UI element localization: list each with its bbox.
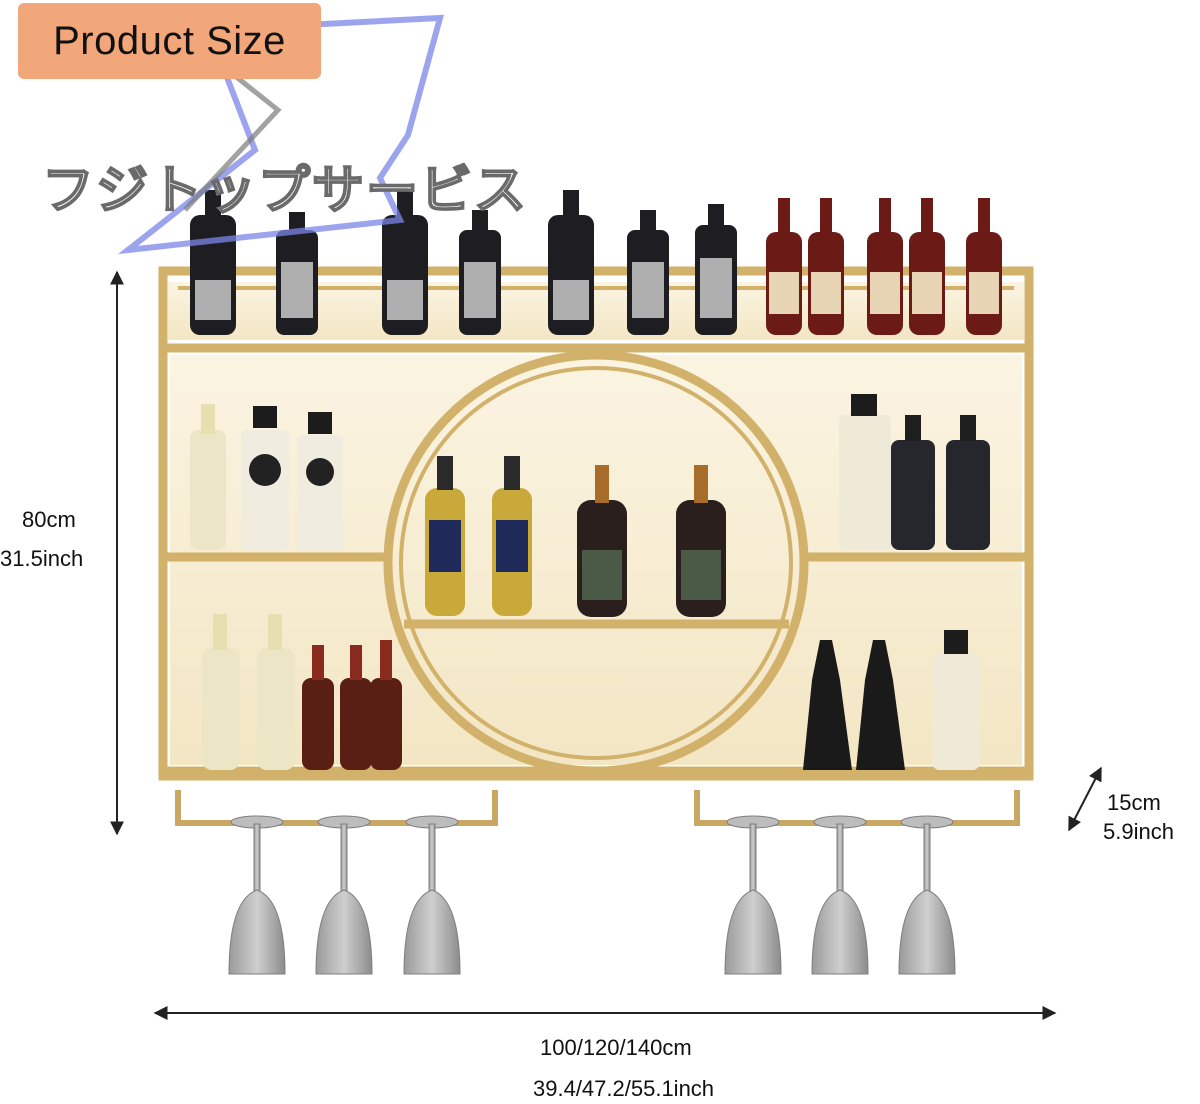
circle-bottles (425, 456, 726, 617)
product-size-badge: Product Size (18, 3, 321, 79)
rack-frame (158, 266, 1034, 781)
watermark-text: フジトップサービス (41, 160, 529, 222)
width-cm-label: 100/120/140cm (540, 1035, 692, 1060)
height-inch-label: 31.5inch (0, 546, 84, 571)
depth-inch-label: 5.9inch (1103, 819, 1174, 844)
depth-cm-label: 15cm (1107, 790, 1161, 815)
middle-row-bottles (190, 394, 990, 550)
glass-hanger-rails (175, 790, 1020, 826)
width-inch-label: 39.4/47.2/55.1inch (533, 1076, 715, 1101)
watermark-zigzag-line (117, 14, 444, 255)
bottom-row-bottles (202, 614, 979, 770)
height-cm-label: 80cm (22, 507, 76, 532)
hanging-wine-glasses (228, 815, 956, 975)
depth-arrow-icon (1068, 766, 1102, 832)
top-row-bottles (190, 190, 1002, 335)
